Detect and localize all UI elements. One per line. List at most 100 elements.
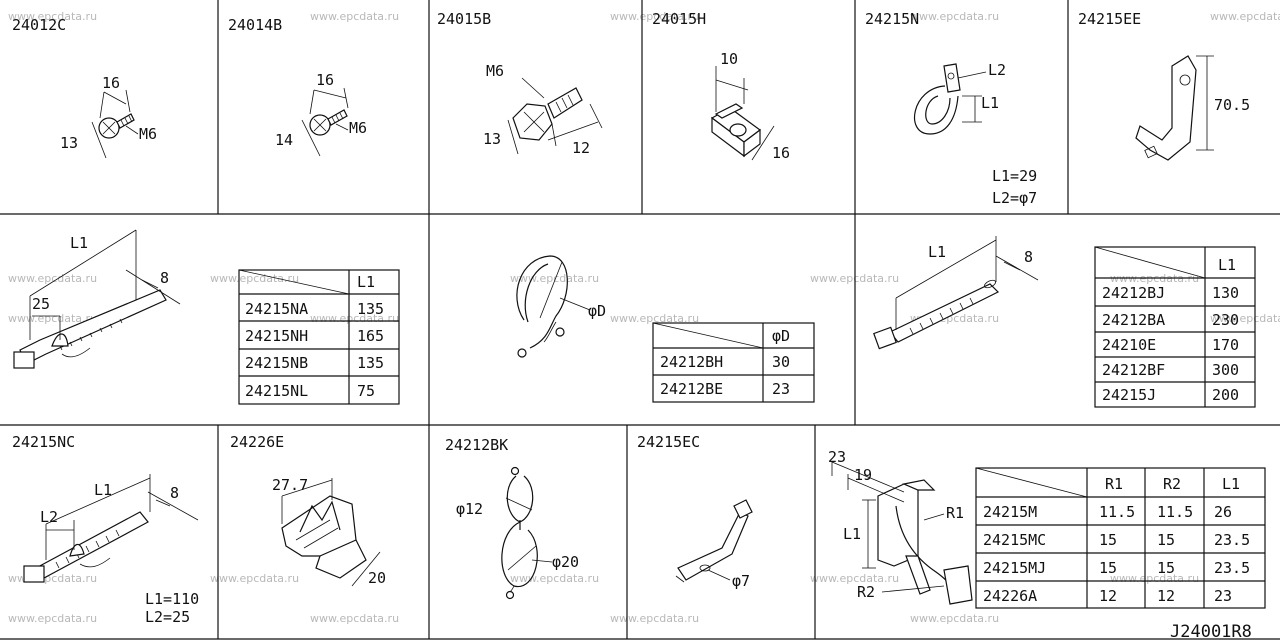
table-cell: 11.5: [1157, 503, 1193, 521]
part-number: 24014B: [228, 16, 282, 34]
dimension-label: 14: [275, 131, 293, 149]
watermark: www.epcdata.ru: [610, 10, 699, 23]
watermarks: www.epcdata.ru www.epcdata.ru www.epcdat…: [8, 10, 1280, 625]
table-d: R1 R2 L1 24215M 11.5 11.5 26 24215MC 15 …: [975, 467, 1266, 609]
dimension-label: 16: [316, 71, 334, 89]
dimension-label: 8: [1024, 248, 1033, 266]
watermark: www.epcdata.ru: [8, 10, 97, 23]
table-cell: 24215M: [983, 503, 1037, 521]
table-cell: 24215NA: [245, 300, 308, 318]
panel-24226E: 24226E 27.7 20: [230, 433, 386, 587]
table-cell: 24212BA: [1102, 311, 1165, 329]
dimension-label: 13: [483, 130, 501, 148]
table-cell: 230: [1212, 311, 1239, 329]
p-clip-drawing: [914, 63, 961, 135]
table-header: R1: [1105, 475, 1123, 493]
table-cell: 15: [1099, 531, 1117, 549]
table-cell: 24212BF: [1102, 361, 1165, 379]
dimension-label: 10: [720, 50, 738, 68]
panel-24215NC: 24215NC L1 L2 8 L1=110 L2=25: [12, 433, 199, 626]
dimension-label: 70.5: [1214, 96, 1250, 114]
part-number: 24226E: [230, 433, 284, 451]
spec-note: L2=φ7: [992, 189, 1037, 207]
table-cell: 12: [1099, 587, 1117, 605]
loop-clamp-drawing: [516, 255, 568, 358]
cable-tie-drawing: [23, 511, 149, 583]
dimension-label: 13: [60, 134, 78, 152]
diagram-code: J24001R8: [1170, 622, 1252, 640]
table-cell: 135: [357, 354, 384, 372]
dimension-label: M6: [139, 125, 157, 143]
table-header: L1: [1222, 475, 1240, 493]
table-cell: 30: [772, 353, 790, 371]
watermark: www.epcdata.ru: [810, 572, 899, 585]
spec-note: L2=25: [145, 608, 190, 626]
panel-clamp-d: 23 19 L1 R1 R2: [828, 448, 973, 605]
bracket-drawing: [675, 499, 753, 583]
table-cell: 15: [1157, 531, 1175, 549]
table-cell: 24215NH: [245, 327, 308, 345]
table-cell: 24215J: [1102, 386, 1156, 404]
table-cell: 170: [1212, 336, 1239, 354]
table-cell: 24212BE: [660, 380, 723, 398]
table-cell: 24210E: [1102, 336, 1156, 354]
part-number: 24215EC: [637, 433, 700, 451]
cable-tie-drawing: [13, 289, 167, 369]
table-cell: 24215NB: [245, 354, 308, 372]
part-number: 24215EE: [1078, 10, 1141, 28]
watermark: www.epcdata.ru: [1210, 10, 1280, 23]
panel-cable-tie-c: L1 8: [873, 236, 1039, 350]
dimension-label: 27.7: [272, 476, 308, 494]
table-b: φD 24212BH 30 24212BE 23: [652, 322, 815, 403]
part-number: 24015H: [652, 10, 706, 28]
clamp-drawing: [877, 479, 973, 605]
dimension-label: 16: [102, 74, 120, 92]
panel-24215EC: 24215EC φ7: [637, 433, 753, 590]
dimension-label: 12: [572, 139, 590, 157]
table-cell: 24215MJ: [983, 559, 1046, 577]
table-cell: 11.5: [1099, 503, 1135, 521]
part-number: 24012C: [12, 16, 66, 34]
bolt-drawing: [512, 87, 583, 141]
clip-drawing: [281, 495, 367, 579]
dimension-label: M6: [349, 119, 367, 137]
table-a: L1 24215NA 135 24215NH 165 24215NB 135 2…: [238, 269, 400, 405]
panel-24215N: 24215N L2 L1 L1=29 L2=φ7: [865, 10, 1037, 207]
dimension-label: φ20: [552, 553, 579, 571]
watermark: www.epcdata.ru: [210, 572, 299, 585]
table-cell: 130: [1212, 284, 1239, 302]
table-header: L1: [357, 273, 375, 291]
dimension-label: 19: [854, 466, 872, 484]
part-number: 24015B: [437, 10, 491, 28]
dimension-label: L2: [40, 508, 58, 526]
screw-drawing: [98, 113, 135, 139]
table-cell: 300: [1212, 361, 1239, 379]
watermark: www.epcdata.ru: [610, 612, 699, 625]
nut-drawing: [710, 103, 762, 158]
watermark: www.epcdata.ru: [310, 10, 399, 23]
dimension-label: 20: [368, 569, 386, 587]
dimension-label: L1: [981, 94, 999, 112]
dimension-label: R1: [946, 504, 964, 522]
screw-drawing: [309, 109, 348, 136]
dimension-label: L1: [94, 481, 112, 499]
table-cell: 165: [357, 327, 384, 345]
dimension-label: L1: [843, 525, 861, 543]
watermark: www.epcdata.ru: [510, 572, 599, 585]
table-cell: 24212BJ: [1102, 284, 1165, 302]
dimension-label: R2: [857, 583, 875, 601]
dimension-label: 8: [160, 269, 169, 287]
dimension-label: φ7: [732, 572, 750, 590]
dimension-label: 16: [772, 144, 790, 162]
spec-note: L1=29: [992, 167, 1037, 185]
watermark: www.epcdata.ru: [910, 10, 999, 23]
dimension-label: L2: [988, 61, 1006, 79]
double-clamp-drawing: [501, 466, 538, 600]
watermark: www.epcdata.ru: [910, 612, 999, 625]
dimension-label: L1: [70, 234, 88, 252]
dimension-label: L1: [928, 243, 946, 261]
part-number: 24215NC: [12, 433, 75, 451]
dimension-label: φD: [588, 302, 606, 320]
table-cell: 15: [1157, 559, 1175, 577]
